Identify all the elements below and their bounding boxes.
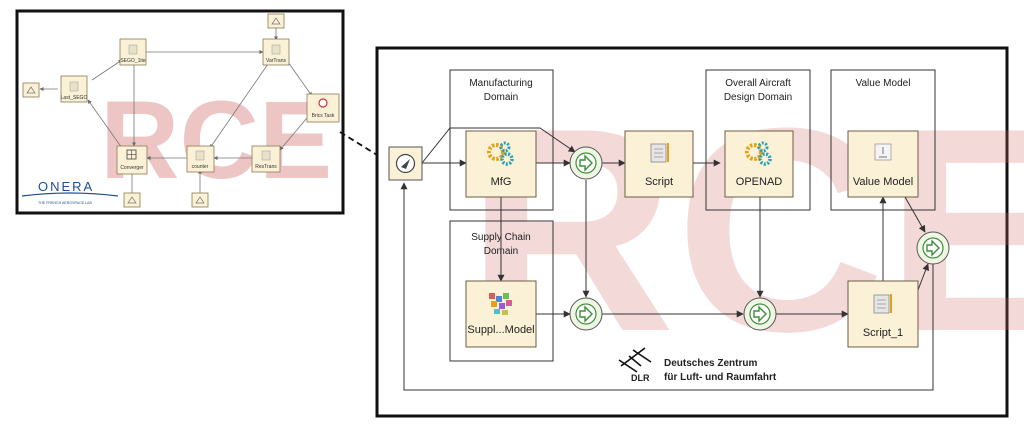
onera-logo-tagline: THE FRENCH AEROSPACE LAB <box>38 201 92 205</box>
upload-icon <box>26 86 36 94</box>
node-script[interactable]: Script <box>624 130 694 198</box>
domain-title: Overall Aircraft <box>725 78 791 89</box>
script-icon <box>271 44 281 55</box>
gears-icon <box>487 141 514 166</box>
onera-node-vartrans[interactable]: VarTrans <box>262 38 290 66</box>
domain-title: Value Model <box>856 78 911 89</box>
dlr-logo: DLR Deutsches Zentrum für Luft- und Raum… <box>618 347 777 383</box>
colorful-blocks-icon <box>489 293 512 315</box>
node-label: Script_1 <box>863 327 903 339</box>
onera-node-restrans[interactable]: ResTrans <box>251 145 281 173</box>
onera-node-brics[interactable]: Brics Task <box>306 93 340 123</box>
merge-node[interactable] <box>743 297 777 331</box>
domain-title: Manufacturing <box>469 78 532 89</box>
merge-arrow-icon <box>753 305 767 323</box>
onera-workflow-panel: RCE SEGO_1ite VarTrans <box>15 9 345 215</box>
node-label: Suppl...Model <box>467 324 534 336</box>
onera-node-label: Last_SEGO <box>61 95 88 101</box>
dlr-abbr: DLR <box>631 373 650 383</box>
upload-icon <box>195 196 205 204</box>
onera-node-label: VarTrans <box>266 58 287 64</box>
domain-overall-aircraft: Overall Aircraft Design Domain <box>705 69 811 211</box>
upload-icon <box>271 17 281 25</box>
onera-node-last-sego[interactable]: Last_SEGO <box>60 75 88 103</box>
start-node[interactable] <box>388 146 423 181</box>
onera-node-label: Converger <box>120 165 144 171</box>
node-supply-model[interactable]: Suppl...Model <box>465 280 537 348</box>
node-label: Value Model <box>853 176 913 188</box>
script-icon <box>261 150 271 161</box>
onera-node-sego[interactable]: SEGO_1ite <box>119 38 147 66</box>
onera-output-box[interactable] <box>22 82 40 98</box>
upload-icon <box>127 196 137 204</box>
node-openad[interactable]: OPENAD <box>724 130 794 198</box>
domain-title: Design Domain <box>724 92 792 103</box>
onera-watermark: RCE <box>100 79 332 202</box>
merge-arrow-icon <box>579 154 593 172</box>
arrow-icon <box>401 159 410 169</box>
dlr-workflow-panel: RCE Manufacturing Domain Overall Aircraf… <box>375 46 1024 418</box>
gears-icon <box>745 141 772 166</box>
node-label: OPENAD <box>736 176 783 188</box>
onera-node-label: ResTrans <box>255 164 277 170</box>
node-label: Script <box>645 176 673 188</box>
merge-arrow-icon <box>926 239 940 257</box>
script-icon <box>69 81 79 92</box>
brics-icon <box>318 98 328 108</box>
dlr-emblem-icon <box>618 347 652 373</box>
node-mfg[interactable]: MfG <box>465 130 537 198</box>
onera-logo: ONERA THE FRENCH AEROSPACE LAB <box>21 179 119 205</box>
onera-logo-name: ONERA <box>38 179 94 194</box>
domain-title: Domain <box>484 92 518 103</box>
script-icon <box>873 294 892 314</box>
merge-arrow-icon <box>579 305 593 323</box>
node-label: MfG <box>491 176 512 188</box>
merge-node[interactable] <box>569 297 603 331</box>
dlr-name-line2: für Luft- und Raumfahrt <box>664 372 777 383</box>
onera-node-label: Brics Task <box>312 113 335 119</box>
input-provider-icon <box>874 143 892 161</box>
merge-node[interactable] <box>569 146 603 180</box>
dlr-panel-frame <box>375 46 1009 418</box>
onera-node-converger[interactable]: Converger <box>116 145 148 175</box>
onera-input-box[interactable] <box>267 13 285 29</box>
merge-node[interactable] <box>916 231 950 265</box>
dlr-name-line1: Deutsches Zentrum <box>664 358 757 369</box>
onera-node-counter[interactable]: counter <box>186 145 215 173</box>
script-icon <box>195 150 205 161</box>
onera-input-box[interactable] <box>123 192 141 208</box>
onera-input-box[interactable] <box>191 192 209 208</box>
dlr-watermark: RCE <box>466 68 1024 392</box>
node-script-1[interactable]: Script_1 <box>847 280 919 348</box>
script-icon <box>128 44 138 55</box>
onera-node-label: SEGO_1ite <box>120 58 146 64</box>
node-value-model[interactable]: Value Model <box>847 130 919 198</box>
onera-node-label: counter <box>192 164 209 170</box>
script-icon <box>650 143 669 163</box>
